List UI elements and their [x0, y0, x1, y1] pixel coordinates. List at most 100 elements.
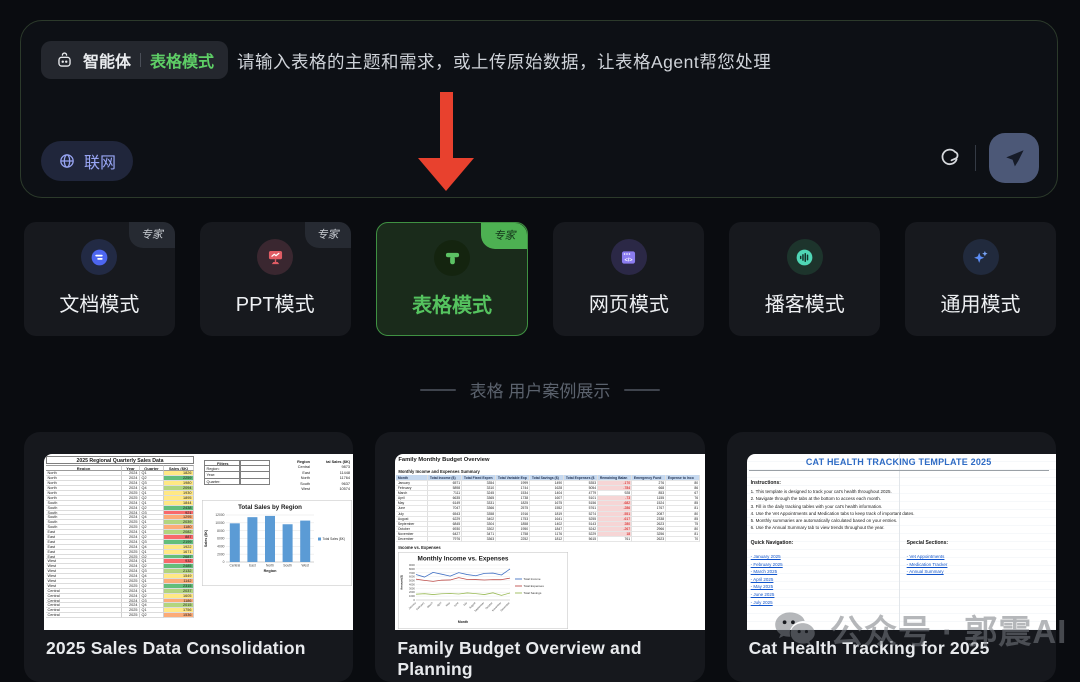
svg-text:0: 0	[414, 598, 416, 602]
prompt-placeholder[interactable]: 请输入表格的主题和需求，或上传原始数据，让表格Agent帮您处理	[237, 52, 772, 72]
region-cell: East	[46, 534, 122, 540]
value-cell: 5255	[564, 516, 599, 522]
example-card-budget[interactable]: Family Monthly Budget Overview Monthly I…	[375, 432, 705, 682]
year-cell: 2024	[122, 530, 140, 535]
svg-text:September: September	[474, 601, 486, 613]
region-cell: West	[46, 574, 122, 579]
examples-section-title: 表格 用户案例展示	[0, 377, 1080, 402]
month-cell: February	[396, 486, 429, 492]
filter-label: Region:	[204, 466, 240, 473]
sales-cell: 1180	[164, 525, 194, 531]
svg-text:4000: 4000	[217, 545, 225, 549]
wechat-icon	[770, 604, 820, 654]
sales-cell: 2438	[164, 505, 194, 511]
sheet-title: Family Monthly Budget Overview	[398, 457, 490, 463]
value-cell: 3245	[462, 491, 497, 497]
region-cell: East	[46, 554, 122, 560]
sales-cell: 2199	[164, 539, 194, 545]
send-button[interactable]	[989, 133, 1039, 183]
value-cell: 85	[666, 516, 701, 522]
mode-label: 文档模式	[59, 294, 140, 316]
paperclip-icon[interactable]	[937, 146, 962, 171]
filters-empty	[240, 460, 270, 467]
region-cell: South	[46, 520, 122, 526]
quarter-cell: Q2	[140, 505, 164, 511]
value-cell: 1490	[530, 481, 565, 487]
value-cell: 1819	[530, 511, 565, 517]
year-cell: 2024	[122, 569, 140, 575]
instruction-line: 1. This template is designed to track yo…	[750, 489, 892, 494]
value-cell: -286	[598, 506, 633, 512]
web-search-toggle[interactable]: 联网	[41, 141, 134, 181]
summary-region: Central	[297, 465, 310, 470]
svg-text:South: South	[283, 564, 292, 568]
region-cell: East	[46, 530, 122, 535]
svg-text:8000: 8000	[409, 567, 415, 571]
value-cell: 6543	[428, 511, 463, 517]
sales-cell: 1980	[164, 481, 194, 487]
mode-card-document[interactable]: 专家 文档模式	[24, 222, 175, 336]
quarter-cell: Q2	[140, 534, 164, 540]
value-cell: 1950	[496, 526, 531, 532]
general-mode-icon	[962, 239, 999, 275]
column-header: Remaining Balan	[598, 475, 633, 481]
example-cards-row: 2025 Regional Quarterly Sales Data Regio…	[24, 432, 1056, 682]
year-cell: 2025	[122, 490, 140, 496]
value-cell: -682	[598, 501, 633, 507]
region-cell: North	[46, 495, 122, 501]
value-cell: 5274	[564, 511, 599, 517]
value-cell: 2252	[496, 537, 531, 543]
instructions-list: 1. This template is designed to track yo…	[751, 488, 915, 532]
region-cell: West	[46, 578, 122, 584]
sales-cell: 1295	[164, 515, 194, 521]
month-cell: January	[396, 481, 429, 487]
quarter-cell: Q2	[140, 564, 164, 570]
value-cell: -617	[598, 516, 633, 522]
value-cell: 80	[666, 511, 701, 517]
value-cell: 18	[598, 531, 633, 538]
special-link: - Annual Summary	[906, 569, 944, 575]
value-cell: 85	[666, 501, 701, 507]
region-cell: West	[46, 569, 122, 575]
sales-cell: 2687	[164, 554, 194, 560]
value-cell: -73	[598, 496, 633, 502]
value-cell: 1744	[496, 486, 531, 492]
year-cell: 2024	[122, 534, 140, 540]
mode-card-podcast[interactable]: 播客模式	[729, 222, 881, 336]
mode-card-ppt[interactable]: 专家 PPT模式	[199, 222, 351, 336]
year-cell: 2024	[122, 564, 140, 570]
value-cell: 1552	[530, 506, 565, 512]
region-cell: Central	[46, 593, 122, 599]
example-card-cat-health[interactable]: CAT HEALTH TRACKING TEMPLATE 2025 Instru…	[726, 432, 1056, 682]
column-header: Total Fixed Expen	[462, 475, 497, 481]
title-dash-right	[624, 388, 661, 391]
mode-label: PPT模式	[235, 294, 315, 316]
mode-card-web[interactable]: </> 网页模式	[553, 222, 705, 336]
value-cell: 1753	[496, 516, 531, 522]
mode-card-general[interactable]: 通用模式	[905, 222, 1056, 336]
sales-cell: 2315	[164, 583, 194, 589]
agent-mode-badge[interactable]: 智能体 表格模式	[41, 41, 229, 79]
value-cell: 1607	[530, 496, 565, 502]
sales-cell: 1895	[164, 495, 194, 501]
year-cell: 2024	[122, 515, 140, 521]
example-card-sales[interactable]: 2025 Regional Quarterly Sales Data Regio…	[24, 432, 354, 682]
svg-text:Total Sales by Region: Total Sales by Region	[238, 504, 302, 511]
sheet-subtitle: Monthly Income and Expenses Summary	[398, 468, 480, 474]
mode-card-table[interactable]: 专家 表格模式	[375, 222, 529, 336]
prompt-input-area[interactable]: 智能体 表格模式 请输入表格的主题和需求，或上传原始数据，让表格Agent帮您处…	[20, 20, 1058, 198]
value-cell: 6229	[428, 516, 463, 522]
value-cell: -784	[598, 486, 633, 492]
